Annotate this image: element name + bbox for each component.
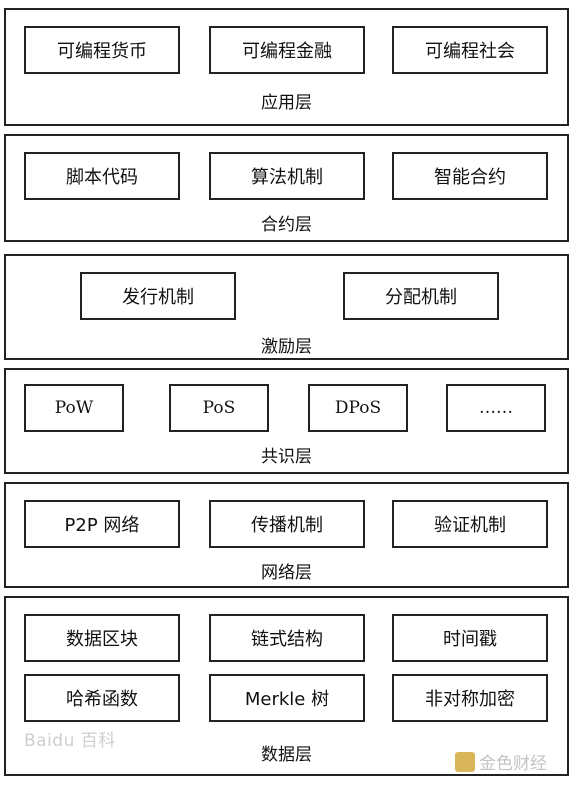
box-programmable-society: 可编程社会 [392,26,548,74]
baidu-watermark: Baidu 百科 [24,731,116,751]
box-verification-mechanism: 验证机制 [392,500,548,548]
jinse-logo-icon [455,751,475,772]
box-algorithm-mechanism: 算法机制 [209,152,365,200]
box-p2p-network: P2P 网络 [24,500,180,548]
box-ellipsis: …… [446,384,546,432]
box-data-block: 数据区块 [24,614,180,662]
layer-contract: 脚本代码 算法机制 智能合约 合约层 [4,134,569,242]
layer-label-incentive: 激励层 [261,337,312,357]
box-distribution-mechanism: 分配机制 [343,272,499,320]
jinse-watermark: 金色财经 [455,749,547,774]
box-dpos: DPoS [308,384,408,432]
layer-application: 可编程货币 可编程金融 可编程社会 应用层 [4,8,569,126]
box-propagation-mechanism: 传播机制 [209,500,365,548]
box-pos: PoS [169,384,269,432]
jinse-watermark-text: 金色财经 [479,754,547,774]
layer-incentive: 发行机制 分配机制 激励层 [4,254,569,360]
layer-network: P2P 网络 传播机制 验证机制 网络层 [4,482,569,588]
box-issuance-mechanism: 发行机制 [80,272,236,320]
box-smart-contract: 智能合约 [392,152,548,200]
layer-label-consensus: 共识层 [261,447,312,467]
box-merkle-tree: Merkle 树 [209,674,365,722]
box-programmable-currency: 可编程货币 [24,26,180,74]
layer-label-contract: 合约层 [261,215,312,235]
layer-consensus: PoW PoS DPoS …… 共识层 [4,368,569,474]
layer-data: 数据区块 链式结构 时间戳 哈希函数 Merkle 树 非对称加密 数据层 [4,596,569,776]
box-pow: PoW [24,384,124,432]
box-timestamp: 时间戳 [392,614,548,662]
layer-label-network: 网络层 [261,563,312,583]
box-asymmetric-encryption: 非对称加密 [392,674,548,722]
box-programmable-finance: 可编程金融 [209,26,365,74]
layer-label-application: 应用层 [261,93,312,113]
layer-label-data: 数据层 [261,745,312,765]
box-chain-structure: 链式结构 [209,614,365,662]
box-script-code: 脚本代码 [24,152,180,200]
box-hash-function: 哈希函数 [24,674,180,722]
